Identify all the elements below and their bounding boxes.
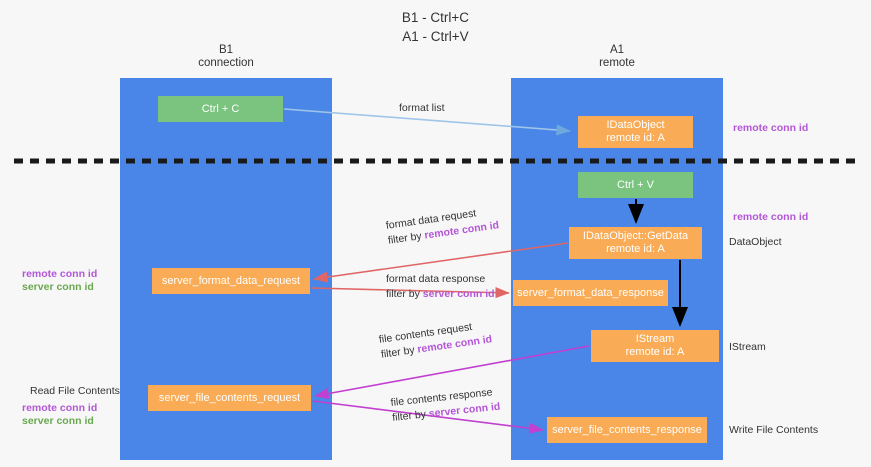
label-format-data-response-text: format data response xyxy=(386,273,486,285)
node-ctrl-c[interactable]: Ctrl + C xyxy=(158,96,283,122)
title-line-1: B1 - Ctrl+C xyxy=(401,10,470,25)
annotation-left-read-file-contents-text: Read File Contents xyxy=(30,385,120,397)
label-format-data-request: format data request filter by remote con… xyxy=(385,203,500,248)
annotation-left-conn-ids-2: remote conn id server conn id xyxy=(22,402,97,428)
annotation-left-conn-ids-1: remote conn id server conn id xyxy=(22,268,97,294)
node-idataobject[interactable]: IDataObject remote id: A xyxy=(578,116,693,148)
annotation-right-remote-conn-id-2-text: remote conn id xyxy=(733,211,809,223)
node-server-format-data-response-label: server_format_data_response xyxy=(517,286,664,299)
node-getdata-label: IDataObject::GetData xyxy=(582,230,689,242)
node-idataobject-label: IDataObject xyxy=(606,119,665,131)
node-getdata-sub: remote id: A xyxy=(606,243,665,255)
label-format-data-response-filter-prefix: filter by xyxy=(386,288,423,300)
label-file-contents-response-filter-prefix: filter by xyxy=(391,408,430,424)
annotation-left-remote-conn-id-2: remote conn id xyxy=(22,402,98,414)
node-server-format-data-request-label: server_format_data_request xyxy=(161,274,301,287)
node-server-file-contents-request[interactable]: server_file_contents_request xyxy=(148,385,311,411)
annotation-left-server-conn-id-1: server conn id xyxy=(22,281,94,293)
title-line-2: A1 - Ctrl+V xyxy=(402,29,469,44)
node-idataobject-sub: remote id: A xyxy=(606,132,665,144)
label-format-data-request-filter-prefix: filter by xyxy=(387,229,426,247)
label-file-contents-response: file contents response filter by server … xyxy=(390,385,501,426)
node-istream-sub: remote id: A xyxy=(625,346,685,358)
lane-header-b1-role: connection xyxy=(198,57,254,69)
node-istream[interactable]: IStream remote id: A xyxy=(591,330,719,362)
annotation-left-read-file-contents: Read File Contents xyxy=(30,385,120,398)
node-server-file-contents-request-label: server_file_contents_request xyxy=(158,391,301,404)
annotation-right-dataobject-text: DataObject xyxy=(729,236,782,248)
label-format-list: format list xyxy=(399,101,445,116)
annotation-left-server-conn-id-2: server conn id xyxy=(22,415,94,427)
lane-header-a1-name: A1 xyxy=(609,44,625,56)
node-idataobject-getdata[interactable]: IDataObject::GetData remote id: A xyxy=(569,227,702,259)
lane-header-b1: B1 connection xyxy=(120,44,332,70)
node-istream-label: IStream xyxy=(635,333,675,345)
label-format-list-text: format list xyxy=(399,102,445,114)
node-ctrl-v-label: Ctrl + V xyxy=(617,178,654,191)
node-ctrl-v[interactable]: Ctrl + V xyxy=(578,172,693,198)
annotation-right-write-file-contents: Write File Contents xyxy=(729,424,818,437)
annotation-right-remote-conn-id-1-text: remote conn id xyxy=(733,122,809,134)
node-server-format-data-request[interactable]: server_format_data_request xyxy=(152,268,310,294)
label-format-data-response: format data response filter by server co… xyxy=(386,272,495,302)
node-server-file-contents-response-label: server_file_contents_response xyxy=(552,423,702,436)
annotation-right-dataobject: DataObject xyxy=(729,236,782,249)
page-title: B1 - Ctrl+C A1 - Ctrl+V xyxy=(0,8,871,46)
annotation-right-remote-conn-id-1: remote conn id xyxy=(733,122,808,135)
label-file-contents-request: file contents request filter by remote c… xyxy=(378,317,493,362)
annotation-right-istream: IStream xyxy=(729,341,766,354)
node-server-format-data-response[interactable]: server_format_data_response xyxy=(513,280,668,306)
lane-header-a1: A1 remote xyxy=(511,44,723,70)
lane-header-b1-name: B1 xyxy=(218,44,234,56)
annotation-right-write-file-contents-text: Write File Contents xyxy=(729,424,819,436)
annotation-left-remote-conn-id-1: remote conn id xyxy=(22,268,98,280)
node-server-file-contents-response[interactable]: server_file_contents_response xyxy=(547,417,707,443)
label-format-data-response-filter-key: server conn id xyxy=(422,288,495,300)
label-file-contents-request-filter-prefix: filter by xyxy=(380,343,419,361)
node-ctrl-c-label: Ctrl + C xyxy=(201,102,240,115)
annotation-right-remote-conn-id-2: remote conn id xyxy=(733,211,808,224)
annotation-right-istream-text: IStream xyxy=(729,341,766,353)
lane-header-a1-role: remote xyxy=(599,57,635,69)
